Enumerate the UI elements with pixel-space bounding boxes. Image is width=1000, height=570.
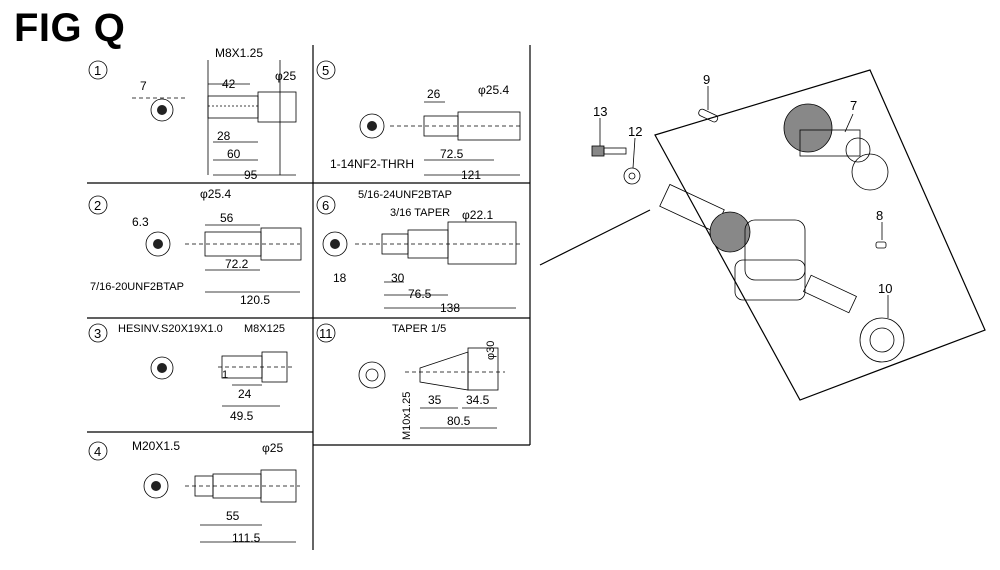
dim-label: 55 [226,509,240,523]
callout-number: 6 [322,198,329,213]
grid-lines [87,45,531,550]
dim-label: 95 [244,168,258,182]
dim-label: 80.5 [447,414,471,428]
dim-label: φ25.4 [478,83,509,97]
thread-label: M10x1.25 [401,392,413,440]
part-label-12: 12 [628,124,642,139]
panel-1: 1 M8X1.25 42 φ25 7 28 60 95 [88,46,296,182]
part-label-8: 8 [876,208,883,223]
crankshaft [659,183,857,314]
spline-label: HESINV.S20X19X1.0 [118,323,223,335]
callout-circle [316,60,336,80]
dim-label: 7 [140,79,147,93]
dim-label: 34.5 [466,393,490,407]
thread-label: M8X125 [244,323,285,335]
dim-label: 24 [238,387,252,401]
dim-label: 42 [222,77,236,91]
taper-label: TAPER 1/5 [392,323,446,335]
callout-number: 4 [94,444,101,459]
thread-label: 5/16-24UNF2BTAP [358,189,452,201]
callout-circle [316,195,336,215]
callout-circle [316,323,336,343]
callout-number: 11 [319,326,333,341]
part-label-7: 7 [850,98,857,113]
dim-label: 111.5 [232,531,261,545]
thread-label: M8X1.25 [215,46,263,60]
dim-label: φ25 [275,69,296,83]
dim-label: 60 [227,147,241,161]
callout-number: 3 [94,326,101,341]
panel-5: 5 26 φ25.4 72.5 121 1-14NF2-THRH [316,60,521,182]
callout-number: 2 [94,198,101,213]
dim-label: 28 [217,129,231,143]
dim-label: φ30 [485,341,497,360]
part-label-9: 9 [703,72,710,87]
callout-number: 5 [322,63,329,78]
panel-4: 4 M20X1.5 φ25 55 111.5 [88,439,300,545]
dim-label: 76.5 [408,287,432,301]
callout-number: 1 [94,63,101,78]
dim-label: 1 [222,369,228,381]
dim-label: 6.3 [132,215,149,229]
figure-title: FIG Q [14,6,126,50]
callout-circle [88,195,108,215]
dim-label: φ25 [262,441,283,455]
dim-label: 26 [427,87,441,101]
panel-11: 11 TAPER 1/5 φ30 M10x1.25 35 34.5 80.5 [316,323,505,440]
dim-label: 72.2 [225,257,249,271]
part-label-13: 13 [593,104,607,119]
part-7 [783,103,889,191]
callout-circle [88,441,108,461]
thread-label: M20X1.5 [132,439,180,453]
panel-6: 6 5/16-24UNF2BTAP 3/16 TAPER φ22.1 18 30… [316,189,520,315]
dim-label: 138 [440,301,460,315]
thread-label: 7/16-20UNF2BTAP [90,281,184,293]
dim-label: 121 [461,168,481,182]
dim-label: 72.5 [440,147,464,161]
bolt-13 [591,145,627,157]
callout-circle [88,323,108,343]
panel-3: 3 HESINV.S20X19X1.0 M8X125 24 49.5 1 [88,323,295,423]
dim-label: 30 [391,271,405,285]
dim-label: 120.5 [240,293,270,307]
dim-label: φ25.4 [200,187,231,201]
dim-label: 49.5 [230,409,254,423]
exploded-view: 13 12 9 7 8 10 [539,69,986,401]
thread-label: 1-14NF2-THRH [330,157,414,171]
dim-label: φ22.1 [462,208,493,222]
callout-circle [88,60,108,80]
dim-label: 35 [428,393,442,407]
panel-2: 2 φ25.4 6.3 56 7/16-20UNF2BTAP 72.2 120.… [88,187,302,307]
taper-label: 3/16 TAPER [390,207,450,219]
dim-label: 18 [333,271,347,285]
dim-label: 56 [220,211,234,225]
part-label-10: 10 [878,281,892,296]
